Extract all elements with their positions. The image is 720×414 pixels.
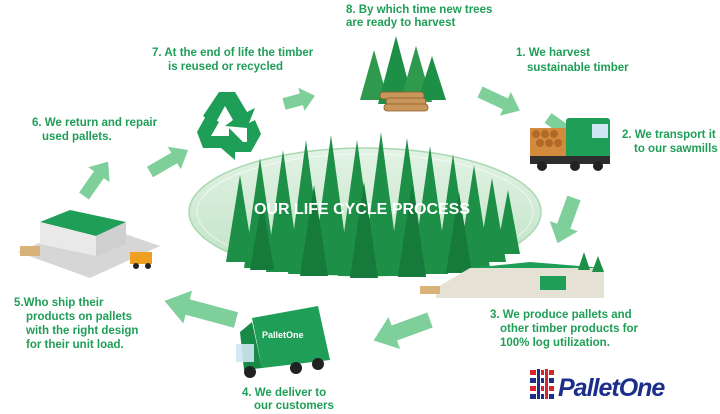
arrow-3-to-4	[373, 312, 433, 349]
sawmill-icon	[420, 252, 604, 298]
step-5-line-4: for their unit load.	[26, 339, 124, 351]
forest-icon	[360, 36, 446, 112]
arrow-7-to-8	[282, 87, 315, 111]
step-6-line-2: used pallets.	[42, 131, 112, 143]
arrow-6-to-7	[147, 146, 189, 178]
arrow-2-to-3	[549, 195, 581, 244]
recycle-icon	[197, 92, 261, 160]
warehouse-icon	[18, 210, 160, 278]
step-5-line-3: with the right design	[25, 325, 138, 337]
delivery-truck-icon: PalletOne	[236, 306, 330, 378]
center-title: OUR LIFE CYCLE PROCESS	[254, 201, 470, 218]
step-3-line-2: other timber products for	[500, 323, 639, 335]
step-2-line-2: to our sawmills	[634, 143, 718, 155]
central-forest	[188, 132, 542, 278]
arrow-8-to-1	[477, 86, 520, 116]
arrow-5-to-6	[79, 161, 110, 200]
palletone-logo-mark	[530, 368, 554, 400]
step-5-line-1: 5.Who ship their	[14, 297, 104, 309]
step-3-line-3: 100% log utilization.	[500, 337, 610, 349]
step-7-line-1: 7. At the end of life the timber	[152, 47, 314, 59]
step-5-line-2: products on pallets	[26, 311, 132, 323]
step-6-line-1: 6. We return and repair	[32, 117, 158, 129]
step-2-line-1: 2. We transport it	[622, 129, 716, 141]
step-8-line-2: are ready to harvest	[346, 17, 455, 29]
palletone-logo: PalletOne	[530, 368, 666, 402]
brand-name: PalletOne	[558, 374, 665, 402]
cycle-arrows	[79, 86, 583, 349]
step-4-line-1: 4. We deliver to	[242, 387, 326, 399]
truck-brand-label: PalletOne	[262, 330, 304, 340]
step-1-line-2: sustainable timber	[527, 62, 629, 74]
arrow-4-to-5	[164, 290, 239, 328]
step-4-line-2: our customers	[254, 400, 334, 412]
step-3-line-1: 3. We produce pallets and	[490, 309, 632, 321]
step-7-line-2: is reused or recycled	[168, 61, 283, 73]
step-1-line-1: 1. We harvest	[516, 47, 590, 59]
step-8-line-1: 8. By which time new trees	[346, 4, 492, 16]
log-truck-icon	[530, 118, 610, 171]
